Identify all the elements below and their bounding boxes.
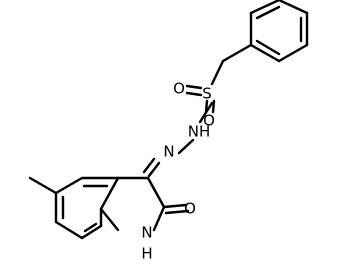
atom-s: S bbox=[202, 85, 212, 103]
ch2-s-bond bbox=[210, 59, 225, 86]
atom-o-left: O bbox=[173, 80, 185, 98]
sulfonyl-bonds bbox=[185, 84, 216, 114]
atom-o-bottom: O bbox=[203, 112, 215, 130]
oxindole-core bbox=[28, 176, 190, 240]
nh-n-bond bbox=[177, 138, 195, 155]
atom-nh-ring: N H bbox=[141, 224, 152, 263]
s-nh-bond bbox=[198, 101, 214, 124]
atom-nh-sulfonamide: NH bbox=[188, 123, 211, 141]
atom-n-imine: N bbox=[163, 143, 174, 161]
atom-n-ring: N bbox=[141, 224, 152, 242]
atom-o-carbonyl: O bbox=[184, 200, 196, 218]
c-n-double-bond bbox=[142, 157, 161, 178]
phenyl-ring bbox=[221, 0, 309, 63]
atom-h-ring: H bbox=[141, 245, 152, 263]
